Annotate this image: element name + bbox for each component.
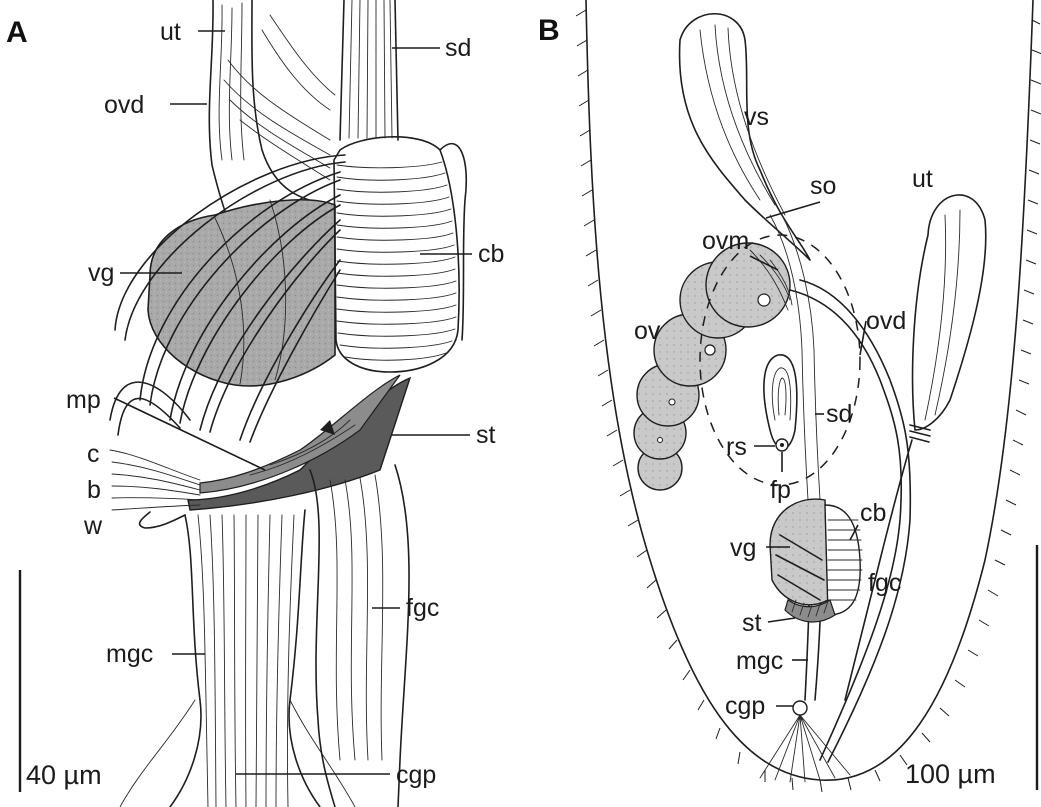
scale-bar-a-text: 40 µm bbox=[26, 760, 102, 790]
label-a-b: b bbox=[87, 476, 101, 504]
panel-b-scale-bar: 100 µm bbox=[905, 545, 1037, 790]
panel-a-labels: ut sd ovd cb vg mp st c b w mgc fgc cgp bbox=[66, 18, 504, 789]
label-b-vg: vg bbox=[730, 534, 756, 562]
label-b-mgc: mgc bbox=[736, 647, 783, 675]
panel-a: A bbox=[6, 0, 504, 807]
label-a-cgp: cgp bbox=[396, 761, 436, 789]
label-b-so: so bbox=[810, 172, 836, 200]
panel-a-female-genital-canal bbox=[310, 465, 409, 807]
panel-b-seminal-vesicle bbox=[680, 14, 810, 260]
leader-b-so bbox=[766, 202, 820, 218]
panel-a-letter: A bbox=[6, 16, 28, 49]
label-b-vs: vs bbox=[744, 103, 769, 131]
scale-bar-b-text: 100 µm bbox=[905, 759, 996, 789]
label-a-st: st bbox=[476, 421, 496, 449]
panel-b: B bbox=[538, 0, 1041, 792]
label-b-fgc: fgc bbox=[868, 569, 901, 597]
label-b-ut: ut bbox=[912, 165, 933, 193]
label-b-st: st bbox=[742, 609, 762, 637]
panel-a-atrium-fibres bbox=[110, 450, 200, 528]
panel-b-seminal-receptacle bbox=[764, 355, 797, 451]
label-b-cgp: cgp bbox=[725, 692, 765, 720]
panel-b-ducts bbox=[770, 215, 912, 762]
panel-b-uterus bbox=[910, 195, 986, 442]
label-b-fp: fp bbox=[770, 476, 791, 504]
panel-b-letter: B bbox=[538, 14, 560, 47]
label-b-ovd: ovd bbox=[866, 307, 906, 335]
label-a-sd: sd bbox=[445, 34, 471, 62]
label-a-mp: mp bbox=[66, 386, 101, 414]
panel-a-seminal-duct bbox=[340, 0, 398, 140]
label-a-ovd: ovd bbox=[104, 91, 144, 119]
label-a-mgc: mgc bbox=[106, 640, 153, 668]
panel-a-scale-bar: 40 µm bbox=[20, 570, 102, 792]
panel-b-genital-pore bbox=[760, 701, 850, 782]
panel-a-stylet bbox=[188, 375, 410, 510]
label-b-cb: cb bbox=[860, 499, 886, 527]
label-b-ov: ov bbox=[634, 317, 661, 345]
label-a-w: w bbox=[83, 512, 103, 540]
label-b-sd: sd bbox=[826, 400, 852, 428]
label-a-ut: ut bbox=[160, 18, 181, 46]
label-b-ovm: ovm bbox=[702, 227, 749, 255]
label-a-vg: vg bbox=[88, 259, 114, 287]
panel-b-ovaries bbox=[634, 243, 792, 490]
label-a-c: c bbox=[87, 440, 100, 468]
label-a-fgc: fgc bbox=[406, 594, 439, 622]
label-a-cb: cb bbox=[478, 240, 504, 268]
leader-b-st bbox=[768, 618, 795, 622]
label-b-rs: rs bbox=[726, 433, 747, 461]
panel-b-copulatory-organ bbox=[770, 499, 862, 622]
